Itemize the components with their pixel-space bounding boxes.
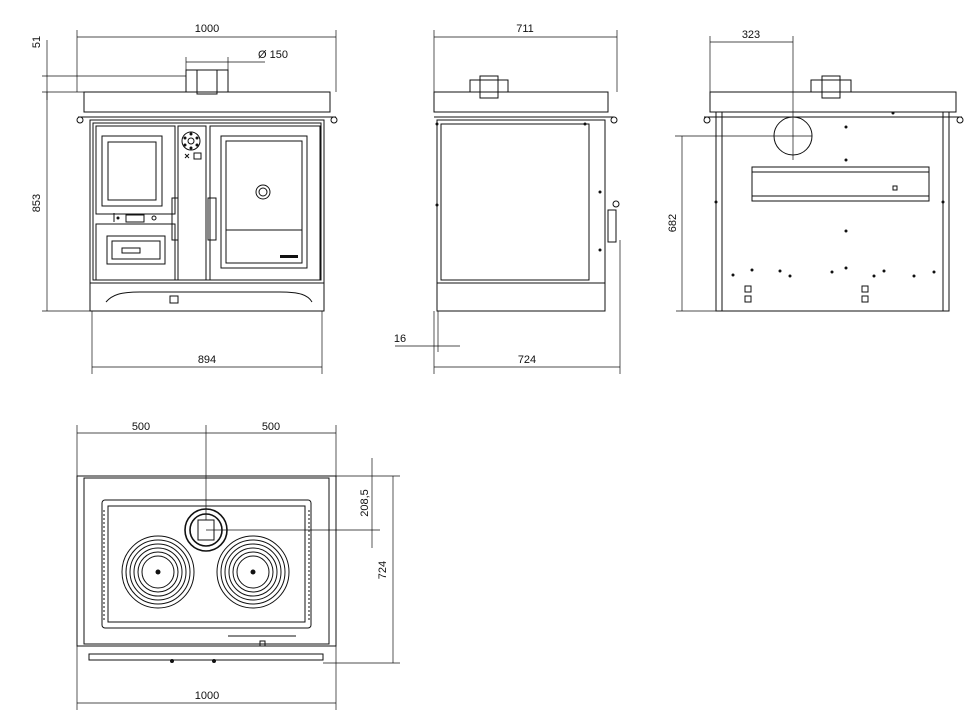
- top-front-rail: [88, 653, 324, 661]
- hotplate-right: [216, 535, 290, 609]
- dim-side-offset: 16: [394, 311, 460, 352]
- label-front-flue-height: 51: [31, 36, 43, 48]
- front-body: [89, 119, 325, 284]
- rear-view: 323 682: [667, 29, 964, 312]
- ash-door: [95, 223, 176, 281]
- rear-flue: [810, 79, 852, 93]
- rear-body: [715, 111, 950, 312]
- dim-rear-flue-offset: 323: [709, 29, 794, 160]
- front-top-plate: [83, 91, 331, 113]
- side-handle: [607, 209, 617, 243]
- dim-front-flue-diameter: Ø 150: [185, 49, 288, 75]
- rear-top-plate: [709, 91, 957, 113]
- switch-icon: [184, 153, 190, 159]
- label-top-half-right: 500: [262, 421, 280, 433]
- oven-door: [209, 125, 321, 281]
- front-flue: [185, 69, 229, 93]
- side-view: 711 16 724: [394, 23, 621, 374]
- dim-front-flue-height: 51: [31, 36, 186, 100]
- firebox-door: [95, 125, 176, 215]
- front-view: 1000 Ø 150 51 853: [31, 23, 338, 374]
- thermostat-knob: [181, 131, 201, 151]
- label-side-depth-top: 711: [516, 23, 534, 35]
- front-flue-inner: [196, 69, 218, 95]
- rail-knob-right: [330, 116, 338, 124]
- label-rear-height: 682: [667, 214, 679, 232]
- dim-top-flue-depth: 208,5: [336, 458, 400, 548]
- label-front-height: 853: [31, 194, 43, 212]
- dim-front-width-top: 1000: [76, 23, 337, 92]
- side-top-plate: [433, 91, 609, 113]
- firebox-window: [107, 141, 157, 201]
- dim-top-halves: 500 500: [76, 421, 337, 520]
- hotplate-left: [121, 535, 195, 609]
- dim-side-depth-top: 711: [433, 23, 618, 92]
- label-front-flue-diameter: Ø 150: [258, 49, 288, 61]
- top-outline: [76, 475, 337, 647]
- oven-thermometer: [255, 184, 271, 200]
- dim-top-width: 1000: [76, 646, 337, 710]
- dim-front-height: 853: [31, 92, 92, 312]
- air-slider: [125, 214, 145, 223]
- label-front-width-top: 1000: [195, 23, 219, 35]
- label-side-offset: 16: [394, 333, 406, 345]
- indicator-light: [193, 152, 202, 160]
- label-top-width: 1000: [195, 690, 219, 702]
- side-plinth: [436, 282, 606, 312]
- label-side-depth-base: 724: [518, 354, 536, 366]
- label-top-flue-depth: 208,5: [359, 489, 371, 517]
- dim-rear-height: 682: [667, 136, 716, 312]
- front-plinth: [89, 283, 325, 312]
- oven-window: [225, 140, 303, 264]
- top-view: 500 500: [76, 421, 400, 710]
- dim-front-width-base: 894: [91, 311, 323, 374]
- rear-vent-panel: [751, 166, 930, 202]
- cooktop-plate: [101, 499, 312, 629]
- rail-knob-left: [76, 116, 84, 124]
- side-flue: [469, 79, 509, 93]
- oven-handle: [207, 197, 217, 241]
- label-top-half-left: 500: [132, 421, 150, 433]
- side-body: [436, 119, 606, 284]
- label-front-width-base: 894: [198, 354, 216, 366]
- control-column: [177, 125, 207, 281]
- oven-brand-plate: [280, 255, 298, 258]
- label-top-depth: 724: [377, 561, 389, 579]
- label-rear-flue-offset: 323: [742, 29, 760, 41]
- dim-side-depth-base: 724: [433, 240, 621, 374]
